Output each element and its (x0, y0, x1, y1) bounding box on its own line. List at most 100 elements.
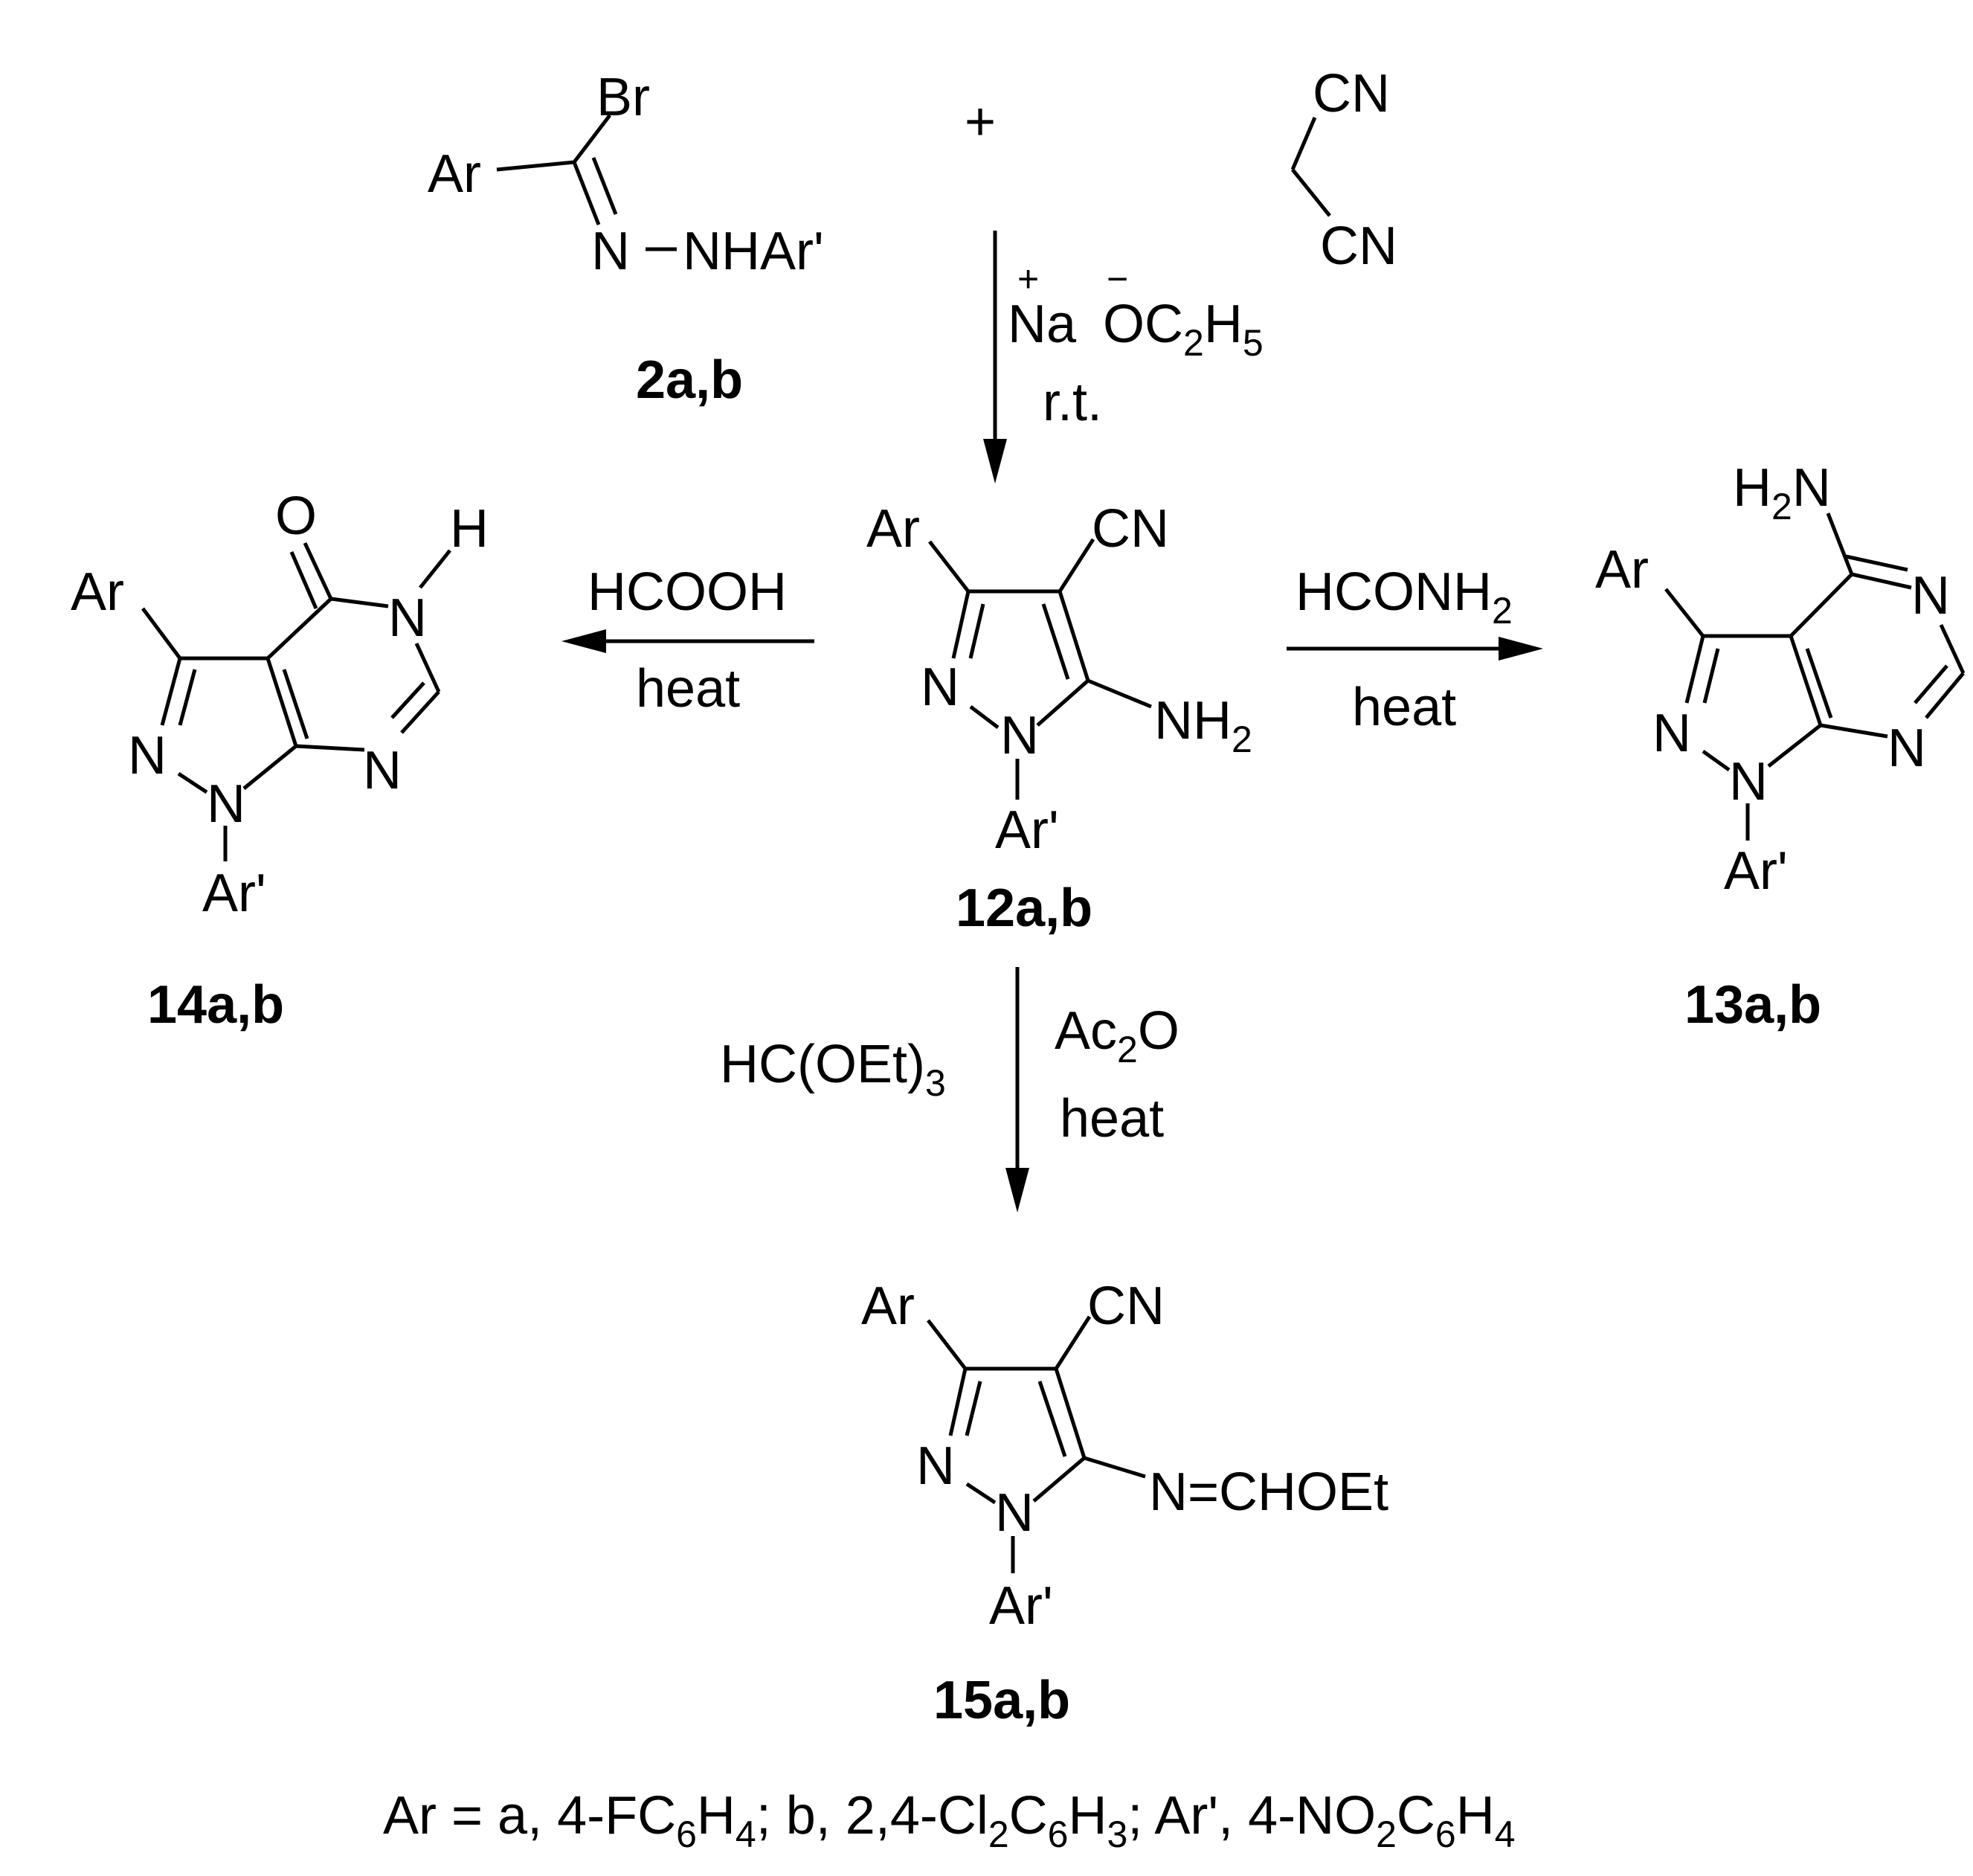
bond-c3a-c7a-double (1805, 648, 1833, 719)
bond-n1-n2 (1702, 749, 1731, 772)
aryl-label: Ar (866, 499, 920, 559)
nitrogen-2-label: N (128, 726, 167, 786)
bond-c3-ar (1664, 588, 1705, 637)
bond-n1-n2 (965, 1482, 997, 1505)
bond-c3-ar (928, 540, 970, 593)
imidate-label: N=CHOEt (1149, 1462, 1388, 1522)
aryl-label: Ar (71, 562, 124, 622)
nitrogen-2-label: N (1652, 704, 1691, 763)
arrow-head-to-15 (1005, 1168, 1029, 1212)
bond-c-n-double-b (591, 157, 618, 215)
bond-n7-c7a (295, 744, 365, 752)
arrow-to-13 (1287, 637, 1543, 661)
bond-c3a-c7a (265, 658, 298, 747)
bond-n5-h (419, 549, 451, 589)
bond-c4-nh2 (1826, 513, 1854, 575)
nhar-label: NHAr' (683, 222, 824, 281)
bond-c3a-c7a-double (282, 669, 309, 739)
bond-c6-n7-double (1914, 664, 1948, 704)
formic-acid-label: HCOOH (588, 562, 787, 622)
bond-c6-n7 (1925, 672, 1965, 719)
substituent-footnote: Ar = a, 4-FC6H4; b, 2,4-Cl2C6H3; Ar', 4-… (383, 1786, 1516, 1855)
nitrogen-5-label: N (1911, 566, 1950, 626)
cyano-label: CN (1092, 499, 1169, 559)
bond-c4-o-double (289, 551, 318, 609)
malononitrile: CN CN (1290, 64, 1397, 276)
bond-c4-c5-double (1037, 1381, 1067, 1457)
arrow-head-to-14 (561, 629, 606, 653)
bond-ch2-cn-bottom (1291, 168, 1331, 217)
cyano-label-bottom: CN (1320, 216, 1397, 276)
nitrogen-1-label: N (207, 774, 245, 834)
bond-c4-o (303, 542, 333, 600)
bond-c3-ar (927, 1319, 967, 1370)
bromine-label: Br (596, 68, 650, 127)
nitrogen-1-label: N (995, 1483, 1034, 1543)
amino-label: H2N (1733, 458, 1831, 527)
bond-n5-c6 (1939, 623, 1966, 675)
reactant-2: Br Ar N NHAr' 2a,b (428, 68, 824, 410)
bond-c4-n5 (330, 597, 389, 608)
bond-c4-cn (1054, 1315, 1092, 1370)
bond-c3a-c4 (1789, 573, 1853, 637)
compound-label-15: 15a,b (933, 1671, 1070, 1730)
bond-c-n-double-a (572, 161, 601, 225)
bond-c4-c5-double (1041, 603, 1070, 680)
nitrophenyl-label: Ar' (202, 864, 266, 923)
compound-12: Ar CN N N NH2 Ar' 12a,b (866, 499, 1252, 938)
bond-n5-c6 (414, 642, 441, 693)
nitrophenyl-label: Ar' (1724, 841, 1788, 901)
ethoxide-label: OC2H5 (1103, 295, 1264, 364)
heat-label-14: heat (636, 659, 740, 719)
heat-label-13: heat (1352, 678, 1456, 737)
bond-ch2-cn-top (1290, 117, 1317, 170)
amino-label: NH2 (1154, 691, 1252, 760)
bond-c-br (573, 114, 611, 164)
acetic-anhydride-label: Ac2O (1055, 1001, 1179, 1070)
bond-c7a-n1 (242, 745, 297, 790)
conditions-step1: + Na − OC2H5 r.t. (1008, 258, 1264, 432)
bond-c5-n1 (1032, 1456, 1086, 1503)
arrow-to-14 (561, 629, 814, 653)
bond-n7-c7a (1820, 723, 1888, 739)
bond-c7a-n1 (1767, 724, 1822, 768)
bond-n2-c3-double (968, 603, 985, 659)
arrow-step1 (983, 231, 1007, 484)
bond-c4-n5 (1851, 572, 1912, 590)
nitrogen-5-label: N (388, 588, 427, 648)
arrow-head-step1 (983, 439, 1007, 484)
bond-c4-cn (1058, 538, 1095, 593)
cyano-label-top: CN (1313, 64, 1390, 123)
bond-ar-c (496, 160, 575, 172)
nitrogen-7-label: N (363, 741, 402, 800)
temperature-label: r.t. (1043, 373, 1102, 432)
aryl-label: Ar (428, 144, 481, 204)
bond-n2-c3-double (965, 1381, 982, 1436)
bond-c6-n7-double (390, 681, 425, 719)
arrow-to-15 (1005, 967, 1029, 1212)
heat-label-15: heat (1060, 1089, 1164, 1149)
bond-n2-c3 (951, 591, 971, 659)
compound-label-12: 12a,b (956, 878, 1092, 938)
ethoxide-charge: − (1107, 258, 1128, 300)
triethyl-orthoformate-label: HC(OEt)3 (720, 1035, 946, 1104)
bond-c5-n1 (1036, 679, 1090, 727)
bond-c5-imidate (1084, 1456, 1146, 1479)
plus-sign: + (965, 92, 996, 152)
bond-c4-c5 (1054, 1368, 1087, 1459)
bond-n2-c3 (160, 658, 182, 726)
arrow-head-to-13 (1499, 637, 1543, 661)
sodium-charge: + (1017, 258, 1039, 300)
compound-13: H2N Ar N N N N Ar' 13a,b (1595, 458, 1966, 1035)
bond-n2-c3-double (178, 669, 197, 726)
oxygen-label: O (275, 486, 317, 546)
compound-label-14: 14a,b (147, 975, 284, 1035)
compound-14: O H Ar N N N N Ar' 14a,b (71, 486, 489, 1035)
aryl-label: Ar (861, 1276, 915, 1336)
bond-n2-c3 (948, 1368, 968, 1436)
compound-label-2: 2a,b (636, 350, 743, 410)
compound-label-13: 13a,b (1684, 975, 1821, 1035)
bond-c3a-c7a (1789, 635, 1823, 726)
bond-n1-n2 (969, 705, 1000, 729)
